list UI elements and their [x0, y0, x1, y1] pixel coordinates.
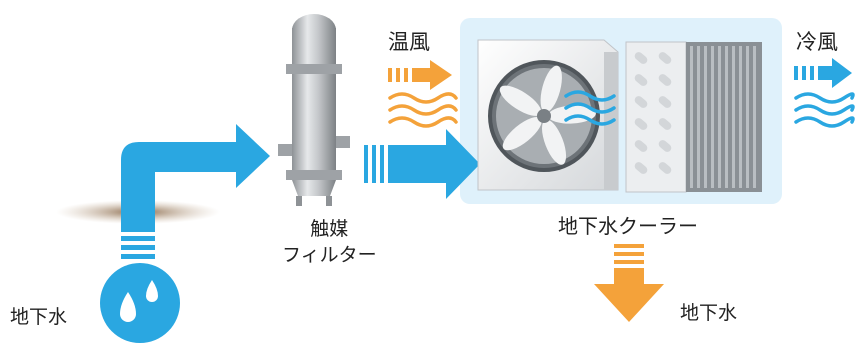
- hot-air-label: 温風: [388, 30, 430, 54]
- groundwater-in-label: 地下水: [10, 306, 68, 328]
- hot-air-waves: [388, 92, 458, 128]
- heat-exchanger-coil: [625, 41, 762, 193]
- groundwater-outflow-arrow: [594, 244, 664, 322]
- filter-label: 触媒 フィルター: [282, 216, 377, 268]
- filter-tank-icon: [278, 14, 350, 206]
- cooler-label: 地下水クーラー: [558, 214, 698, 238]
- cold-air-waves: [794, 92, 855, 128]
- cooling-air-waves: [564, 90, 616, 126]
- water-drop-icon: [100, 263, 180, 343]
- filter-label-line2: フィルター: [282, 244, 377, 266]
- groundwater-out-label: 地下水: [680, 302, 738, 324]
- cold-air-arrow: [794, 58, 852, 88]
- cold-air-label: 冷風: [796, 30, 838, 54]
- water-flow-arrow: [364, 129, 480, 199]
- hot-air-arrow: [388, 60, 452, 90]
- groundwater-intake-pipe: [121, 124, 270, 259]
- fan-icon: [499, 65, 596, 165]
- filter-label-line1: 触媒: [310, 218, 349, 240]
